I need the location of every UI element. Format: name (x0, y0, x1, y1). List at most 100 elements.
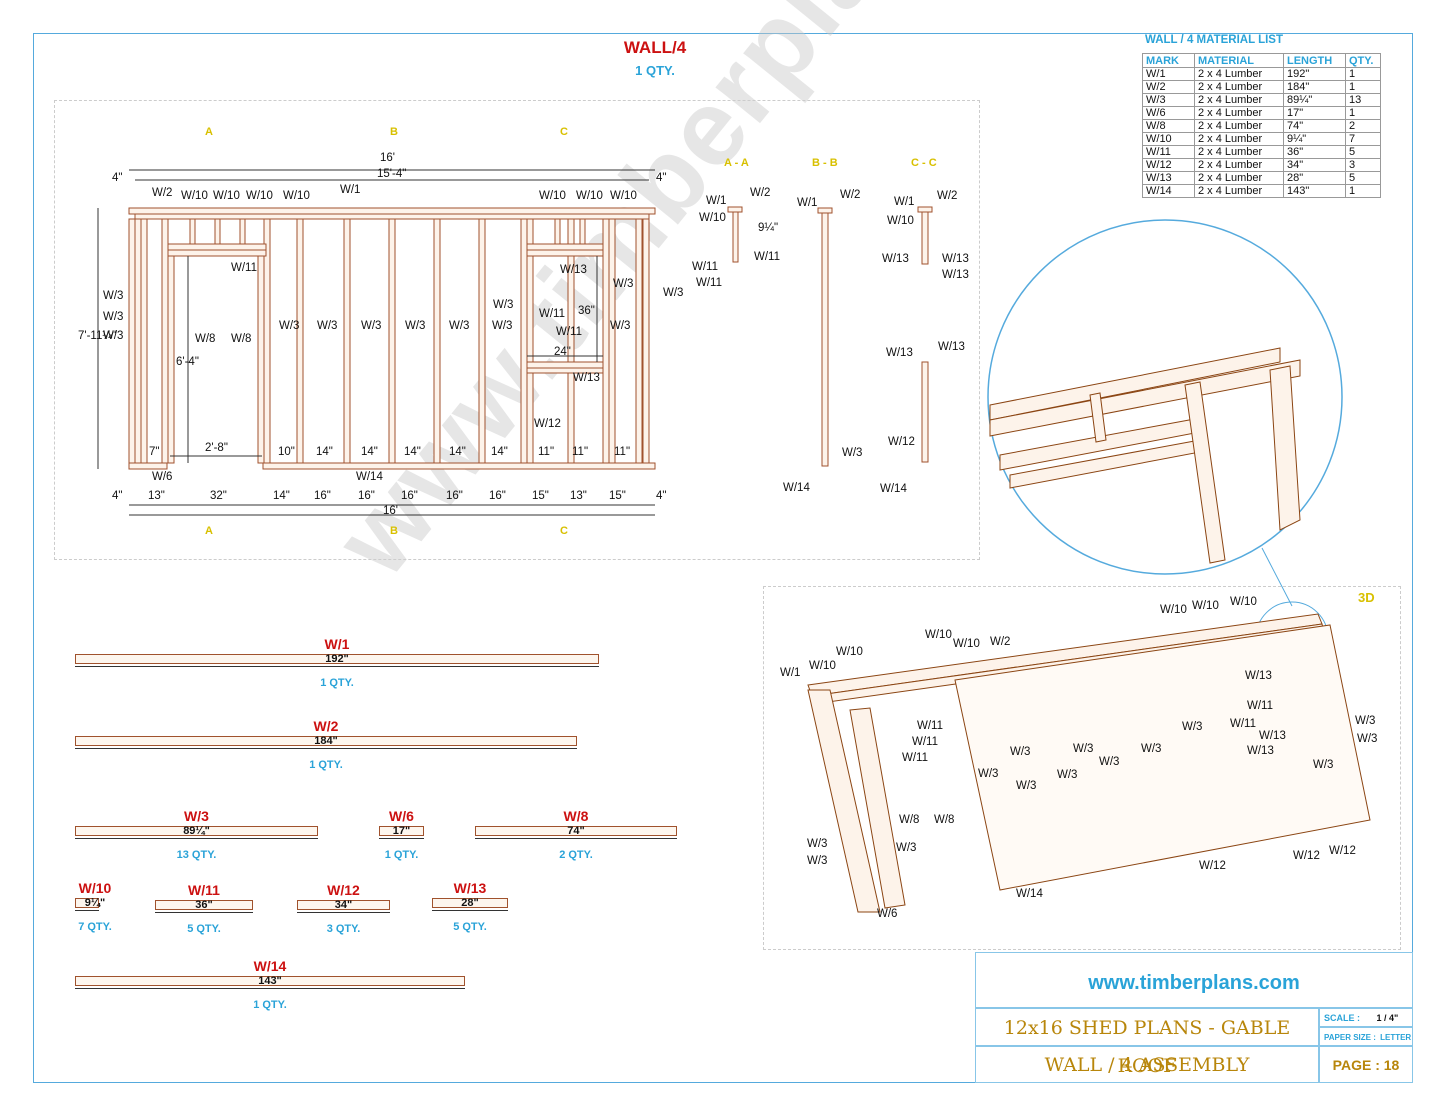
spacing-upper-6: 14" (491, 446, 508, 458)
dim-overall-top: 16' (380, 152, 395, 164)
section-label-w13: W/13 (942, 269, 969, 281)
piece-qty: 1 QTY. (384, 849, 419, 861)
piece-mark: W/8 (563, 808, 589, 824)
title-block: www.timberplans.com 12x16 SHED PLANS - G… (975, 952, 1413, 1083)
section-c-plate (917, 206, 933, 213)
member-label-w3: W/3 (663, 287, 684, 299)
stud-w3 (134, 218, 142, 464)
dim-overall-bottom: 16' (383, 505, 398, 517)
iso-door-jack (849, 707, 906, 909)
scale-label: SCALE : (1324, 1013, 1360, 1023)
piece-bar (155, 900, 253, 910)
material-cell-mark: W/11 (1142, 145, 1195, 159)
iso-view-title: 3D (1358, 590, 1375, 605)
material-cell-mark: W/14 (1142, 184, 1195, 198)
section-marker-top-0: A (205, 126, 213, 138)
member-label-w3: W/3 (613, 278, 634, 290)
spacing-upper-1: 10" (278, 446, 295, 458)
piece-bar (75, 736, 577, 746)
iso-label-w12: W/12 (1199, 860, 1226, 872)
iso-label-w10: W/10 (809, 660, 836, 672)
member-label-w11: W/11 (539, 308, 565, 320)
paper-label: PAPER SIZE : (1324, 1033, 1376, 1042)
piece-dim-line (379, 838, 424, 839)
piece-mark: W/12 (327, 882, 360, 898)
piece-mark: W/1 (324, 636, 350, 652)
member-label-w3: W/3 (405, 320, 426, 332)
member-label-w3: W/3 (493, 299, 514, 311)
member-label-w1: W/1 (340, 184, 361, 196)
piece-bar (75, 826, 318, 836)
member-label-w3: W/3 (610, 320, 631, 332)
member-label-w8: W/8 (195, 333, 216, 345)
spacing-upper-9: 11" (614, 446, 631, 458)
section-marker-bottom-1: B (390, 525, 398, 537)
member-label-w3: W/3 (449, 320, 470, 332)
section-label-w10: W/10 (699, 212, 726, 224)
section-label-w11: W/11 (754, 251, 780, 263)
wall-title: WALL/4 (623, 38, 687, 57)
iso-label-w13: W/13 (1259, 730, 1286, 742)
member-label-w11: W/11 (556, 326, 582, 338)
section-views (727, 206, 933, 467)
section-b-stud (821, 212, 829, 467)
spacing-lower-11: 15" (609, 490, 626, 502)
iso-label-w10: W/10 (836, 646, 863, 658)
section-b-plate (817, 207, 833, 214)
piece-length: 143" (258, 975, 282, 987)
material-cell-mark: W/13 (1142, 171, 1195, 185)
iso-label-w3: W/3 (1099, 756, 1120, 768)
piece-length: 34" (334, 899, 353, 911)
spacing-upper-4: 14" (404, 446, 421, 458)
title-block-plan-title: 12x16 SHED PLANS - GABLE ROOF (975, 1008, 1319, 1077)
spacing-lower-9: 15" (532, 490, 549, 502)
member-label-w8: W/8 (231, 333, 252, 345)
paper-value: LETTER (1380, 1033, 1412, 1042)
piece-dim-line (75, 988, 465, 989)
iso-label-w11: W/11 (912, 736, 938, 748)
stud-w3 (635, 218, 643, 464)
door-header-w11-b (167, 249, 267, 257)
window-header-w11 (526, 243, 604, 251)
stud-w3 (296, 218, 304, 464)
material-cell-length: 34" (1283, 158, 1346, 172)
spacing-lower-10: 13" (570, 490, 587, 502)
iso-label-w8: W/8 (899, 814, 920, 826)
section-label-w11: W/11 (696, 277, 722, 289)
iso-view-frame (763, 586, 1401, 950)
detail-leader (1261, 547, 1293, 607)
scale-value: 1 / 4" (1376, 1013, 1399, 1023)
material-cell-length: 17" (1283, 106, 1346, 120)
iso-label-w6: W/6 (877, 908, 898, 920)
iso-label-w11: W/11 (917, 720, 943, 732)
title-block-page: PAGE : 18 (1319, 1046, 1413, 1083)
piece-qty: 2 QTY. (559, 849, 593, 861)
dim-end-left: 4" (112, 172, 123, 184)
iso-label-w3: W/3 (978, 768, 999, 780)
section-label-w2: W/2 (937, 190, 958, 202)
piece-mark: W/2 (313, 718, 339, 734)
material-cell-length: 192" (1283, 67, 1346, 81)
member-label-w6: W/6 (152, 471, 173, 483)
section-label-w11: W/11 (692, 261, 718, 273)
piece-dim-line (75, 838, 318, 839)
elevation-view-frame (54, 100, 980, 560)
detail-stud-2 (1269, 365, 1301, 531)
section-label-w14: W/14 (880, 483, 907, 495)
spacing-lower-2: 32" (210, 490, 227, 502)
iso-label-w13: W/13 (1247, 745, 1274, 757)
piece-qty: 13 QTY. (176, 849, 217, 861)
piece-length: 192" (325, 653, 349, 665)
member-label-w3: W/3 (103, 330, 124, 342)
section-label-w12: W/12 (888, 436, 915, 448)
section-title-c: C - C (911, 157, 937, 169)
stud-w3 (567, 218, 575, 464)
piece-dim-line (155, 912, 253, 913)
